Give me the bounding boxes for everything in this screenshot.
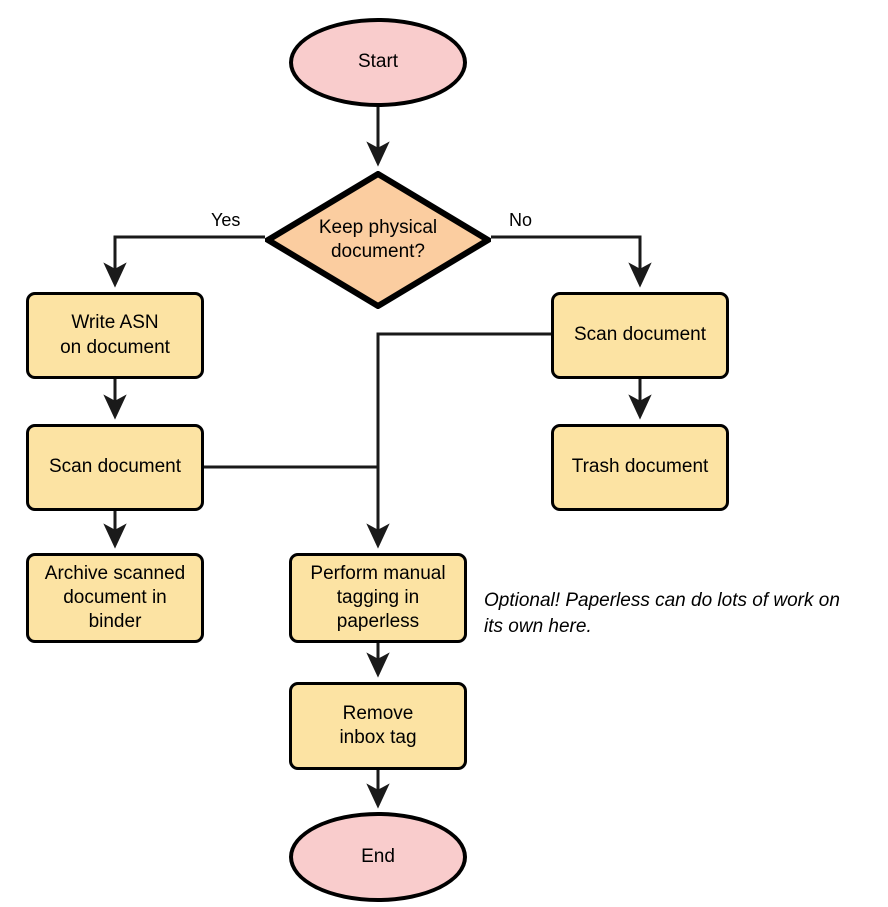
- node-archive-scanned-document[interactable]: Archive scanned document in binder: [26, 553, 204, 643]
- node-perform-manual-tagging[interactable]: Perform manual tagging in paperless: [289, 553, 467, 643]
- decision-diamond-shape: [265, 171, 491, 309]
- node-archive-scanned-document-label: Archive scanned document in binder: [44, 562, 186, 633]
- node-scan-document-left[interactable]: Scan document: [26, 424, 204, 511]
- node-trash-document[interactable]: Trash document: [551, 424, 729, 511]
- node-remove-inbox-tag-label: Remove inbox tag: [339, 702, 417, 748]
- node-start-label: Start: [357, 51, 399, 73]
- node-end-label: End: [361, 845, 395, 867]
- node-scan-document-right-label: Scan document: [573, 324, 707, 346]
- node-start[interactable]: Start: [289, 18, 467, 107]
- node-trash-document-label: Trash document: [571, 456, 709, 478]
- node-remove-inbox-tag[interactable]: Remove inbox tag: [289, 682, 467, 770]
- annotation-optional-note: Optional! Paperless can do lots of work …: [484, 590, 840, 637]
- node-perform-manual-tagging-label: Perform manual tagging in paperless: [310, 562, 446, 633]
- node-keep-physical-document[interactable]: Keep physical document?: [265, 171, 491, 309]
- edge-label-no: No: [509, 210, 533, 230]
- node-write-asn[interactable]: Write ASN on document: [26, 292, 204, 379]
- edge-decision-yes-to-write-asn: [103, 235, 265, 288]
- node-write-asn-label: Write ASN on document: [60, 312, 170, 358]
- edge-decision-no-to-scan-right: [491, 235, 652, 288]
- edge-scan-right-to-manual-tagging: [366, 332, 551, 549]
- edge-label-yes: Yes: [211, 210, 241, 230]
- node-keep-physical-document-label: Keep physical document?: [318, 216, 438, 262]
- node-scan-document-right[interactable]: Scan document: [551, 292, 729, 379]
- node-end[interactable]: End: [289, 812, 467, 902]
- node-scan-document-left-label: Scan document: [48, 456, 182, 478]
